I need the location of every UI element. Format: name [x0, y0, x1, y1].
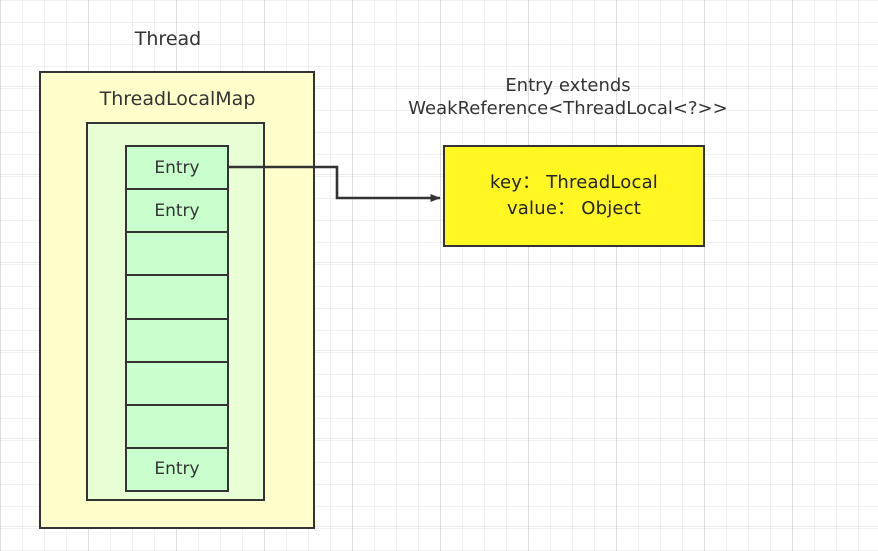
entry-key-line: key： ThreadLocal	[489, 171, 659, 193]
thread-title: Thread	[134, 28, 202, 50]
entry-cell: Entry	[125, 188, 229, 232]
entry-cell: Entry	[125, 145, 229, 189]
entry-cell	[125, 403, 229, 447]
entry-detail-title-line2: WeakReference<ThreadLocal<?>>	[408, 98, 728, 120]
entry-detail-title-line1: Entry extends	[505, 75, 631, 96]
entry-detail-box: key： ThreadLocal value： Object	[443, 145, 705, 247]
entry-cell: Entry	[125, 446, 229, 492]
entry-table: Entry Entry Entry	[125, 145, 229, 492]
entry-cell	[125, 360, 229, 404]
entry-cell	[125, 274, 229, 318]
entry-value-line: value： Object	[506, 198, 642, 219]
threadlocalmap-title: ThreadLocalMap	[99, 88, 256, 110]
entry-cell	[125, 231, 229, 275]
entry-cell	[125, 317, 229, 361]
